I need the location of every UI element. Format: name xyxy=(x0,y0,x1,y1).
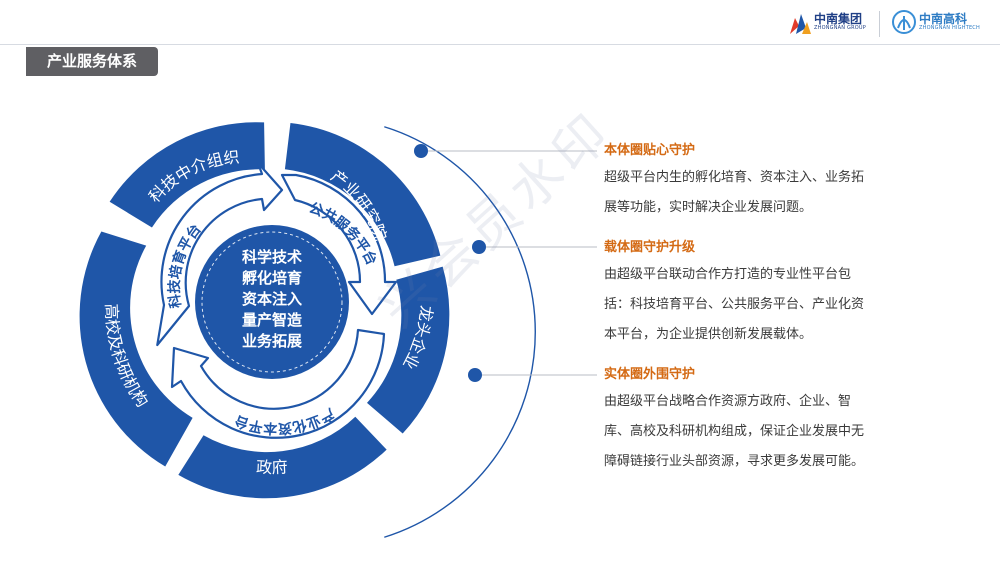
middle-arrow-1 xyxy=(156,161,284,347)
center-line-2: 孵化培育 xyxy=(242,269,302,287)
section-body: 超级平台内生的孵化培育、资本注入、业务拓展等功能，实时解决企业发展问题。 xyxy=(604,170,865,215)
logo2-sub: ZHONGNAN HIGHTECH xyxy=(919,25,980,31)
section-title: 本体圈贴心守护 xyxy=(604,143,696,158)
center-circle xyxy=(195,225,349,379)
connector-dot-2 xyxy=(472,240,486,254)
outer-segment-2 xyxy=(284,122,441,267)
center-line-3: 资本注入 xyxy=(242,290,302,308)
section-title: 实体圈外围守护 xyxy=(604,367,696,382)
zhongnan-hightech-emblem-icon xyxy=(892,10,916,34)
center-dashed-ring xyxy=(201,231,343,373)
logo1-name: 中南集团 xyxy=(814,12,863,26)
section-body-circle: 本体圈贴心守护 超级平台内生的孵化培育、资本注入、业务拓展等功能，实时解决企业发… xyxy=(604,142,874,223)
middle-ring xyxy=(156,161,398,439)
outer-label-4: 政府 xyxy=(256,457,288,477)
page-title: 产业服务体系 xyxy=(26,47,158,76)
zhongnan-group-logo: 中南集团 ZHONGNAN GROUP xyxy=(786,8,874,38)
section-title: 载体圈守护升级 xyxy=(604,240,696,255)
section-body: 由超级平台战略合作资源方政府、企业、智库、高校及科研机构组成，保证企业发展中无障… xyxy=(604,394,865,469)
zhongnan-hightech-logo: 中南高科 ZHONGNAN HIGHTECH xyxy=(891,8,995,38)
middle-arrow-2 xyxy=(280,173,398,316)
connector-dot-3 xyxy=(468,368,482,382)
outer-segment-1 xyxy=(109,122,265,228)
header-divider xyxy=(0,44,1000,45)
outer-segment-3 xyxy=(366,266,450,434)
outer-segment-4 xyxy=(178,416,387,499)
center-line-1: 科学技术 xyxy=(242,248,302,266)
section-carrier-circle: 载体圈守护升级 由超级平台联动合作方打造的专业性平台包括：科技培育平台、公共服务… xyxy=(604,239,874,350)
connector-dot-1 xyxy=(414,144,428,158)
section-entity-circle: 实体圈外围守护 由超级平台战略合作资源方政府、企业、智库、高校及科研机构组成，保… xyxy=(604,366,874,477)
logo2-name: 中南高科 xyxy=(919,12,968,26)
center-line-4: 量产智造 xyxy=(242,311,302,329)
outer-ring xyxy=(79,122,450,499)
section-body: 由超级平台联动合作方打造的专业性平台包括：科技培育平台、公共服务平台、产业化资本… xyxy=(604,267,865,342)
logo-separator xyxy=(879,11,880,37)
zhongnan-group-emblem-icon xyxy=(790,14,811,34)
outer-segment-5 xyxy=(79,231,193,467)
outer-guide-arc xyxy=(384,126,536,538)
middle-arrow-3 xyxy=(170,328,386,439)
logo1-sub: ZHONGNAN GROUP xyxy=(814,25,866,31)
center-line-5: 业务拓展 xyxy=(242,332,302,350)
connectors xyxy=(414,144,597,382)
